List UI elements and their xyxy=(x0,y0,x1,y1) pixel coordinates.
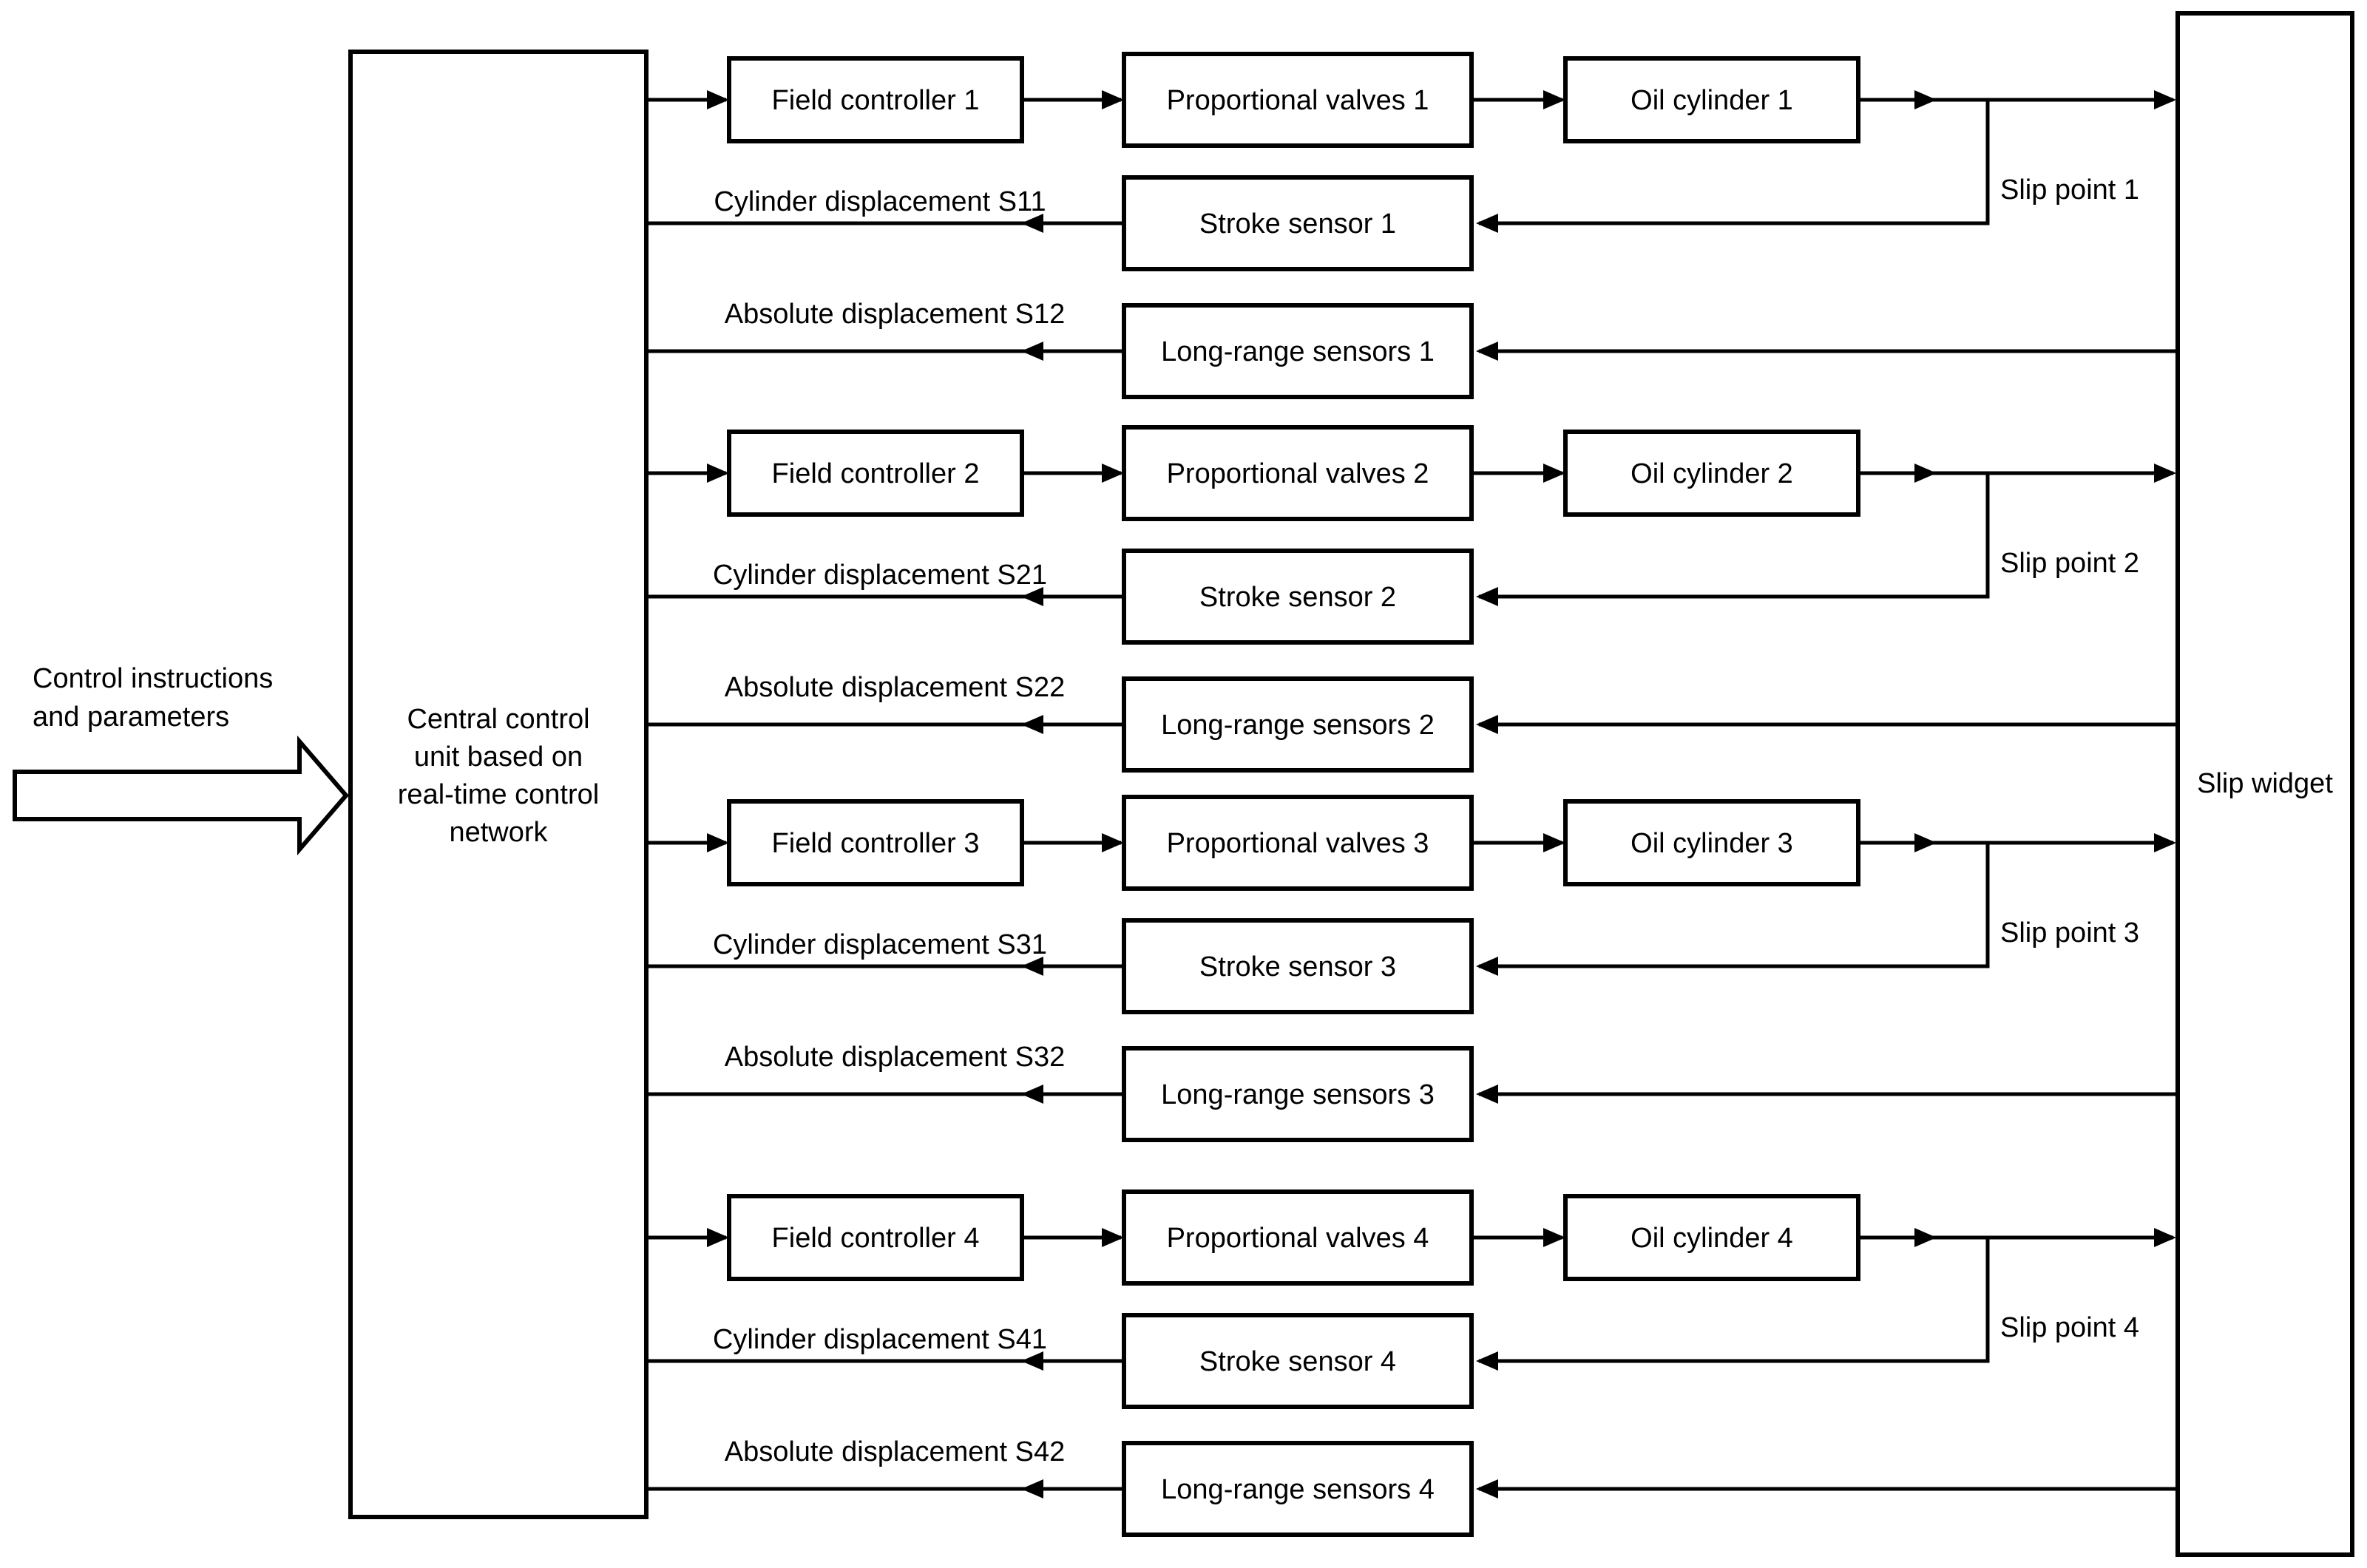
stroke-sensor-3-label: Stroke sensor 3 xyxy=(1199,951,1396,982)
central-unit-line3: real-time control xyxy=(398,779,599,810)
input-label-line2: and parameters xyxy=(33,702,229,733)
absolute-displacement-label-2: Absolute displacement S22 xyxy=(725,672,1066,703)
central-unit-line4: network xyxy=(449,817,548,848)
long-range-sensor-3-label: Long-range sensors 3 xyxy=(1161,1079,1435,1110)
central-control-unit: Central control unit based on real-time … xyxy=(348,50,649,1519)
field-controller-2: Field controller 2 xyxy=(727,430,1024,517)
oil-cylinder-1: Oil cylinder 1 xyxy=(1563,56,1860,143)
slip-point-feedback-2 xyxy=(1475,473,1990,606)
slip-point-label-4: Slip point 4 xyxy=(2000,1312,2139,1343)
stroke-sensor-1: Stroke sensor 1 xyxy=(1122,175,1474,271)
central-unit-line1: Central control xyxy=(407,704,589,735)
field-controller-2-label: Field controller 2 xyxy=(772,458,980,489)
proportional-valves-4: Proportional valves 4 xyxy=(1122,1189,1474,1286)
slip-point-feedback-4 xyxy=(1475,1238,1990,1371)
stroke-sensor-3: Stroke sensor 3 xyxy=(1122,918,1474,1014)
field-controller-4: Field controller 4 xyxy=(727,1194,1024,1281)
absolute-displacement-label-1: Absolute displacement S12 xyxy=(725,299,1066,330)
channel-3: Field controller 3 Proportional valves 3 O… xyxy=(646,795,2178,1142)
oil-cylinder-3: Oil cylinder 3 xyxy=(1563,799,1860,886)
slip-point-label-1: Slip point 1 xyxy=(2000,174,2139,206)
field-controller-1-label: Field controller 1 xyxy=(772,85,980,116)
field-controller-4-label: Field controller 4 xyxy=(772,1223,980,1254)
cylinder-displacement-label-3: Cylinder displacement S31 xyxy=(713,929,1047,960)
long-range-sensor-4-label: Long-range sensors 4 xyxy=(1161,1474,1435,1505)
oil-cylinder-2-label: Oil cylinder 2 xyxy=(1631,458,1793,489)
input-arrow xyxy=(13,735,349,856)
proportional-valves-2-label: Proportional valves 2 xyxy=(1167,458,1429,489)
stroke-sensor-4-label: Stroke sensor 4 xyxy=(1199,1346,1396,1377)
long-range-sensor-2-label: Long-range sensors 2 xyxy=(1161,710,1435,741)
field-controller-3: Field controller 3 xyxy=(727,799,1024,886)
central-unit-line2: unit based on xyxy=(414,741,583,773)
cylinder-displacement-label-1: Cylinder displacement S11 xyxy=(714,186,1046,217)
long-range-sensor-1: Long-range sensors 1 xyxy=(1122,303,1474,399)
slip-point-feedback-1 xyxy=(1475,100,1990,233)
channel-4: Field controller 4 Proportional valves 4 O… xyxy=(646,1189,2178,1537)
long-range-sensor-3: Long-range sensors 3 xyxy=(1122,1046,1474,1142)
oil-cylinder-4-label: Oil cylinder 4 xyxy=(1631,1223,1793,1254)
slip-point-feedback-3 xyxy=(1475,843,1990,976)
stroke-sensor-2-label: Stroke sensor 2 xyxy=(1199,582,1396,613)
proportional-valves-2: Proportional valves 2 xyxy=(1122,425,1474,521)
proportional-valves-4-label: Proportional valves 4 xyxy=(1167,1223,1429,1254)
channel-1: Field controller 1 Proportional valves 1 O… xyxy=(646,52,2178,399)
oil-cylinder-3-label: Oil cylinder 3 xyxy=(1631,828,1793,859)
proportional-valves-3-label: Proportional valves 3 xyxy=(1167,828,1429,859)
cylinder-displacement-label-4: Cylinder displacement S41 xyxy=(713,1324,1047,1355)
slip-widget-label: Slip widget xyxy=(2197,768,2333,799)
field-controller-3-label: Field controller 3 xyxy=(772,828,980,859)
stroke-sensor-2: Stroke sensor 2 xyxy=(1122,549,1474,645)
field-controller-1: Field controller 1 xyxy=(727,56,1024,143)
slip-point-label-3: Slip point 3 xyxy=(2000,917,2139,948)
long-range-sensor-4: Long-range sensors 4 xyxy=(1122,1441,1474,1537)
stroke-sensor-1-label: Stroke sensor 1 xyxy=(1199,208,1396,240)
channels-layer: Field controller 1 Proportional valves 1 O… xyxy=(646,52,2178,1537)
channel-2: Field controller 2 Proportional valves 2 O… xyxy=(646,425,2178,773)
proportional-valves-1-label: Proportional valves 1 xyxy=(1167,85,1429,116)
absolute-displacement-label-3: Absolute displacement S32 xyxy=(725,1042,1066,1073)
slip-widget: Slip widget xyxy=(2175,11,2354,1557)
input-label-line1: Control instructions xyxy=(33,663,273,694)
oil-cylinder-1-label: Oil cylinder 1 xyxy=(1631,85,1793,116)
oil-cylinder-4: Oil cylinder 4 xyxy=(1563,1194,1860,1281)
stroke-sensor-4: Stroke sensor 4 xyxy=(1122,1313,1474,1409)
long-range-sensor-2: Long-range sensors 2 xyxy=(1122,676,1474,773)
proportional-valves-1: Proportional valves 1 xyxy=(1122,52,1474,148)
oil-cylinder-2: Oil cylinder 2 xyxy=(1563,430,1860,517)
proportional-valves-3: Proportional valves 3 xyxy=(1122,795,1474,891)
cylinder-displacement-label-2: Cylinder displacement S21 xyxy=(713,560,1047,591)
slip-point-label-2: Slip point 2 xyxy=(2000,548,2139,579)
absolute-displacement-label-4: Absolute displacement S42 xyxy=(725,1436,1066,1467)
long-range-sensor-1-label: Long-range sensors 1 xyxy=(1161,336,1435,367)
